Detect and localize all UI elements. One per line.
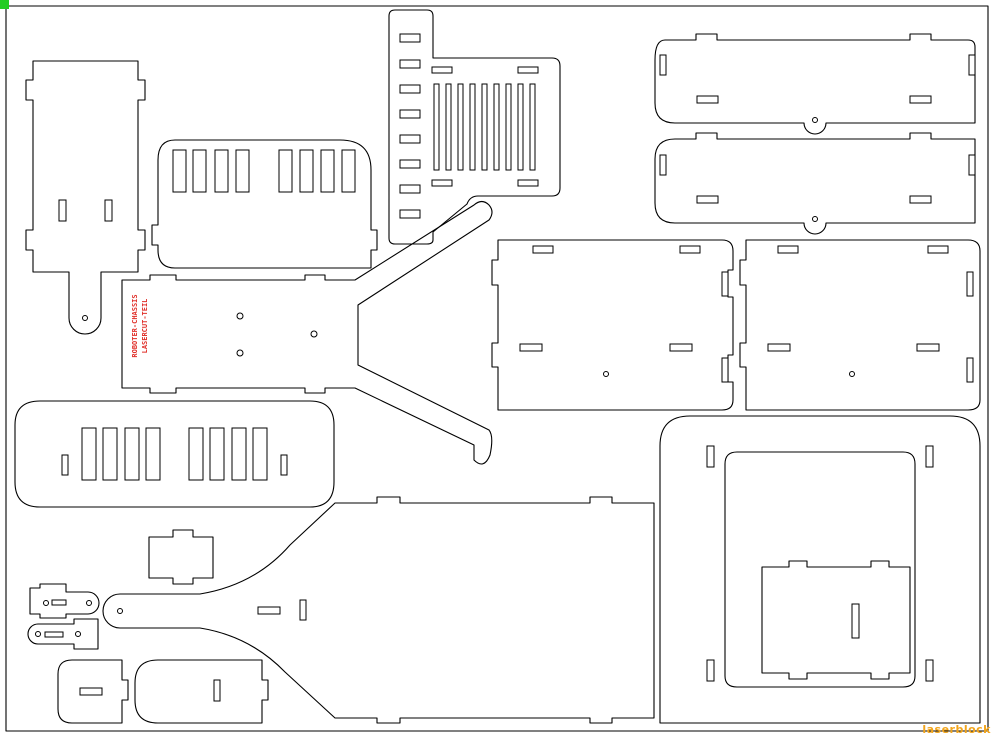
part-bottom-chassis-plate [102,496,655,724]
part-side-panel-a [491,239,734,411]
part-slotted-panel-top [151,139,378,269]
part-bottom-plate-small [57,659,129,724]
part-side-panel-b [739,239,981,411]
part-bottom-right-frame [659,415,981,724]
watermark-logo: laserblock [922,723,991,736]
part-long-panel-a [654,33,976,135]
part-comb-grille [388,9,561,245]
part-top-left-panel [25,60,146,335]
engraved-label: ROBOTER-CHASSIS LASERCUT-TEIL [131,294,149,357]
part-small-block [148,529,214,585]
engrave-line-1: ROBOTER-CHASSIS [131,294,139,357]
part-chassis-base [121,200,493,465]
part-link-bar-a [29,583,100,619]
part-slotted-panel-wide [14,400,335,508]
sheet-border [5,5,989,732]
part-long-panel-b [654,132,976,235]
engrave-line-2: LASERCUT-TEIL [141,299,149,354]
origin-marker [0,0,9,9]
part-bottom-plate-medium [134,659,269,724]
part-link-bar-b [27,618,99,650]
